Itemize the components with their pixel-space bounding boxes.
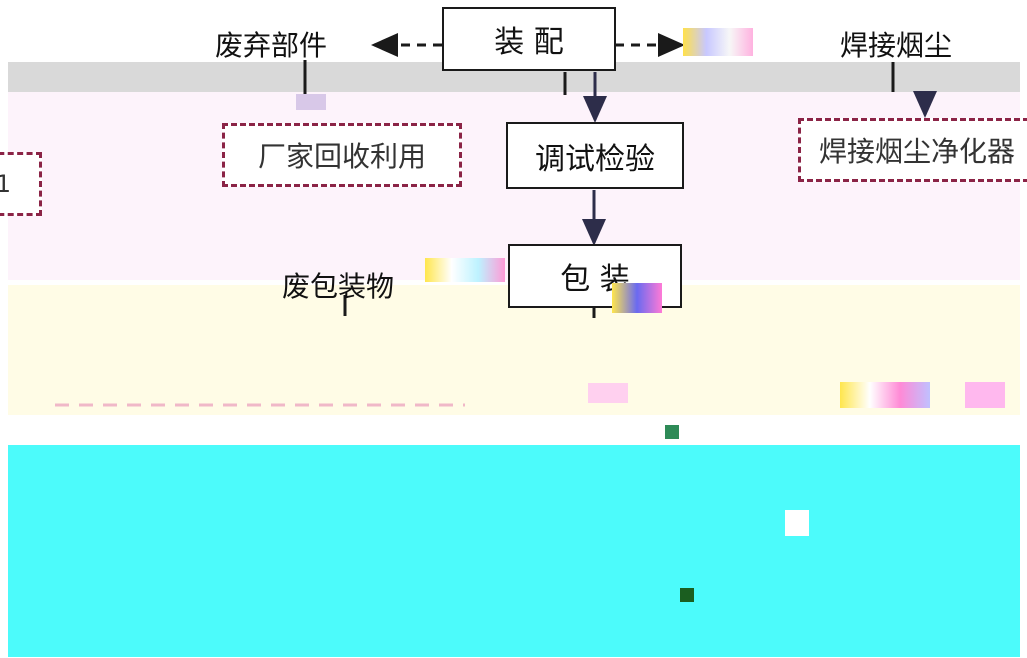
label-welding-fume: 焊接烟尘 [840,29,953,62]
treatment-manufacturer-recycle: 厂家回收利用 [222,123,462,187]
treatment-left-partial-label: 1 [0,170,11,198]
artifact-patch [785,510,809,536]
treatment-fume-purifier: 焊接烟尘净化器 [798,118,1027,182]
artifact-patch [665,425,679,439]
artifact-patch [425,258,505,282]
artifact-patch [296,94,326,110]
node-assembly-label: 装 配 [494,25,564,60]
node-debug-inspect: 调试检验 [506,122,684,189]
artifact-patch [683,28,753,56]
node-assembly: 装 配 [442,7,616,71]
artifact-patch [680,588,694,602]
treatment-manufacturer-recycle-label: 厂家回收利用 [257,140,426,173]
label-waste-packaging: 废包装物 [282,270,395,303]
label-waste-parts: 废弃部件 [215,29,328,62]
treatment-left-partial: 1 [0,152,42,216]
cyan-band [8,445,1020,657]
artifact-patch [612,283,662,313]
artifact-patch [840,382,930,408]
node-debug-inspect-label: 调试检验 [535,141,655,177]
artifact-patch [588,383,628,403]
artifact-patch [965,382,1005,408]
treatment-fume-purifier-label: 焊接烟尘净化器 [819,135,1016,168]
